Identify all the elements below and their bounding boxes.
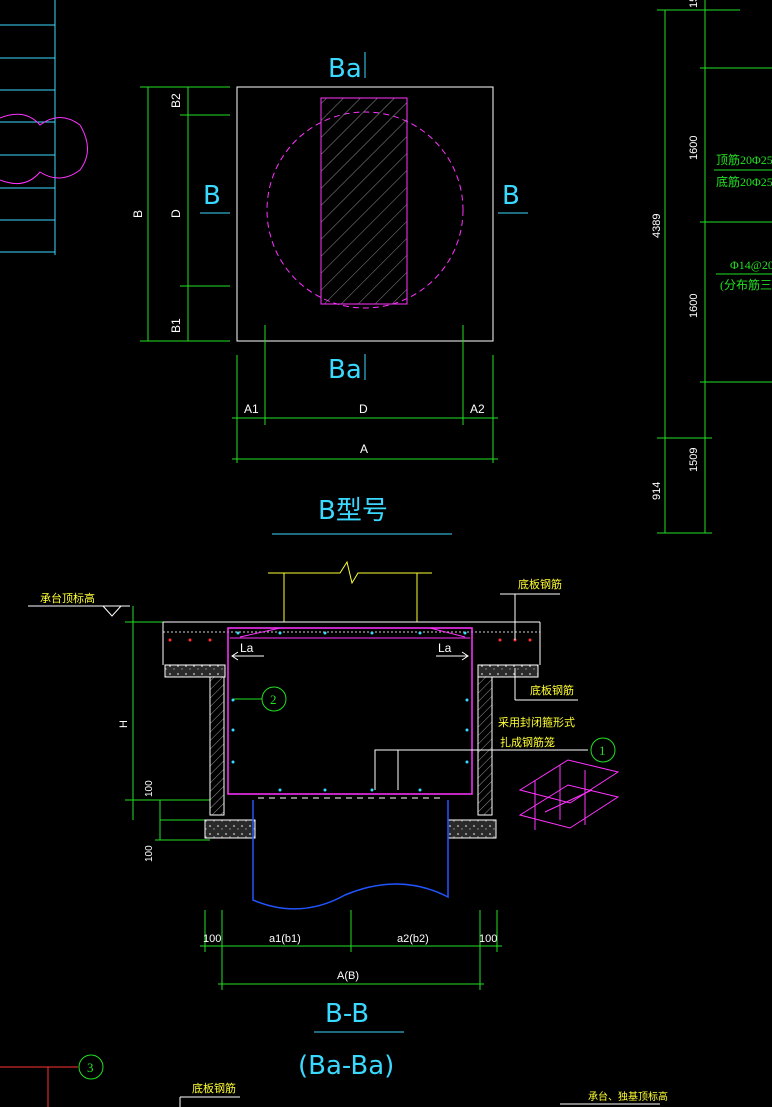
section-view: 承台顶标高 H 100 100 xyxy=(28,560,620,1081)
right-wall xyxy=(477,676,493,816)
section-title: B-B xyxy=(325,999,369,1029)
note-distribution: (分布筋三边种 xyxy=(720,277,772,292)
cap-outline xyxy=(236,86,494,342)
marker-1: 1 xyxy=(599,743,606,758)
side-elevation: 15 4389 1600 1600 1509 914 顶筋20Φ25G 底筋20… xyxy=(651,0,772,534)
dim-a1: a1(b1) xyxy=(269,933,301,945)
dim-100-right: 100 xyxy=(479,933,497,945)
left-cut-label: B xyxy=(203,181,221,211)
dim-100-left: 100 xyxy=(203,933,221,945)
bottom-fragment: 3 底板钢筋 承台、独基顶标高 xyxy=(0,1054,668,1107)
right-cut-label: B xyxy=(502,181,520,211)
dim-d: D xyxy=(359,402,368,416)
section-subtitle: (Ba-Ba) xyxy=(298,1051,394,1081)
note-top-rebar: 顶筋20Φ25G xyxy=(716,152,772,167)
dim-h: H xyxy=(118,720,130,728)
bottom-rebar-label-top: 底板钢筋 xyxy=(518,577,562,591)
dim-a2: a2(b2) xyxy=(397,933,429,945)
marker-3: 3 xyxy=(87,1060,94,1075)
support-detail xyxy=(518,759,620,830)
left-footing xyxy=(204,819,256,839)
top-elevation-label: 承台顶标高 xyxy=(40,591,95,605)
dim-b1: B1 xyxy=(169,318,183,333)
side-dim-1509: 1509 xyxy=(688,448,700,472)
la-left-label: La xyxy=(240,641,254,655)
dim-d-vertical: D xyxy=(169,209,183,218)
left-cushion xyxy=(164,664,226,678)
dim-a: A xyxy=(360,442,368,456)
section-bottom-label: Ba xyxy=(328,355,362,385)
note-bottom-rebar: 底筋20Φ25G xyxy=(716,174,772,189)
dim-a2: A2 xyxy=(470,402,485,416)
la-right-label: La xyxy=(438,641,452,655)
right-cushion xyxy=(477,664,539,678)
dim-100-upper: 100 xyxy=(144,780,155,797)
marker-2: 2 xyxy=(270,692,277,707)
left-wall xyxy=(209,676,225,816)
note-stirrup: Φ14@20 xyxy=(730,258,772,272)
plan-view: Ba Ba B B B2 D B1 B A1 D A2 A B型号 xyxy=(131,52,528,535)
support-note-line2: 扎成钢筋笼 xyxy=(500,735,555,749)
section-top-label: Ba xyxy=(328,54,362,84)
side-dim-1600-a: 1600 xyxy=(688,136,700,160)
bottom-rebar-label-mid: 底板钢筋 xyxy=(530,683,574,697)
side-dim-4389: 4389 xyxy=(651,214,663,238)
dim-b2: B2 xyxy=(169,93,183,108)
marker-1-circle xyxy=(590,737,616,763)
left-edge-fragment xyxy=(0,0,88,255)
column-hatch xyxy=(320,97,408,305)
rebar-cage xyxy=(227,627,473,795)
side-dim-1600-b: 1600 xyxy=(688,294,700,318)
right-footing xyxy=(447,819,497,839)
bottom-elevation-label: 承台、独基顶标高 xyxy=(588,1090,668,1103)
bottom-rebar-label: 底板钢筋 xyxy=(192,1081,236,1095)
marker-2-circle xyxy=(261,686,287,712)
side-dim-914: 914 xyxy=(651,482,663,500)
plan-title: B型号 xyxy=(318,496,388,526)
pile-section xyxy=(252,800,449,910)
dim-a1: A1 xyxy=(244,402,259,416)
dim-total: A(B) xyxy=(337,970,359,982)
marker-3-circle xyxy=(78,1054,104,1080)
support-note-line1: 采用封闭箍形式 xyxy=(498,715,575,729)
dim-100-lower: 100 xyxy=(144,845,155,862)
side-dim-top: 15 xyxy=(688,0,700,8)
dim-b: B xyxy=(131,210,145,218)
